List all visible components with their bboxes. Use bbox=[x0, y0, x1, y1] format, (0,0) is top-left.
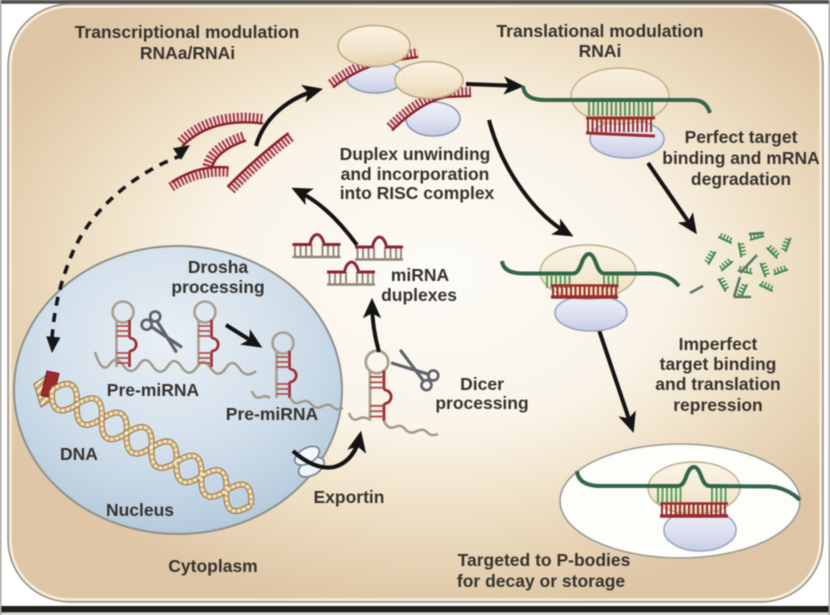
svg-text:Exportin: Exportin bbox=[314, 487, 385, 507]
svg-text:and incorporation: and incorporation bbox=[341, 164, 490, 184]
svg-text:Nucleus: Nucleus bbox=[106, 500, 174, 520]
svg-text:RNAi: RNAi bbox=[579, 41, 622, 61]
svg-text:degradation: degradation bbox=[691, 169, 791, 189]
svg-text:Duplex unwinding: Duplex unwinding bbox=[340, 144, 491, 164]
svg-text:processing: processing bbox=[171, 277, 264, 297]
svg-text:repression: repression bbox=[673, 395, 762, 415]
svg-text:duplexes: duplexes bbox=[381, 285, 457, 305]
svg-text:for decay or storage: for decay or storage bbox=[457, 571, 626, 591]
svg-text:processing: processing bbox=[435, 393, 528, 413]
svg-text:Imperfect: Imperfect bbox=[679, 334, 758, 354]
svg-text:Pre-miRNA: Pre-miRNA bbox=[107, 380, 200, 400]
svg-text:Drosha: Drosha bbox=[188, 257, 249, 277]
svg-text:RNAa/RNAi: RNAa/RNAi bbox=[140, 43, 235, 63]
svg-text:Pre-miRNA: Pre-miRNA bbox=[226, 404, 319, 424]
svg-text:miRNA: miRNA bbox=[391, 265, 450, 285]
svg-text:into RISC complex: into RISC complex bbox=[340, 183, 495, 203]
svg-text:Transcriptional modulation: Transcriptional modulation bbox=[75, 22, 300, 42]
svg-text:Translational modulation: Translational modulation bbox=[496, 21, 703, 41]
svg-text:target binding: target binding bbox=[660, 354, 777, 374]
svg-text:Perfect target: Perfect target bbox=[685, 127, 798, 147]
svg-text:Dicer: Dicer bbox=[460, 374, 504, 394]
svg-text:and translation: and translation bbox=[655, 374, 780, 394]
svg-text:Targeted to P-bodies: Targeted to P-bodies bbox=[458, 550, 631, 570]
svg-text:Cytoplasm: Cytoplasm bbox=[168, 556, 257, 576]
svg-text:DNA: DNA bbox=[60, 444, 98, 464]
svg-text:binding and mRNA: binding and mRNA bbox=[662, 148, 820, 168]
